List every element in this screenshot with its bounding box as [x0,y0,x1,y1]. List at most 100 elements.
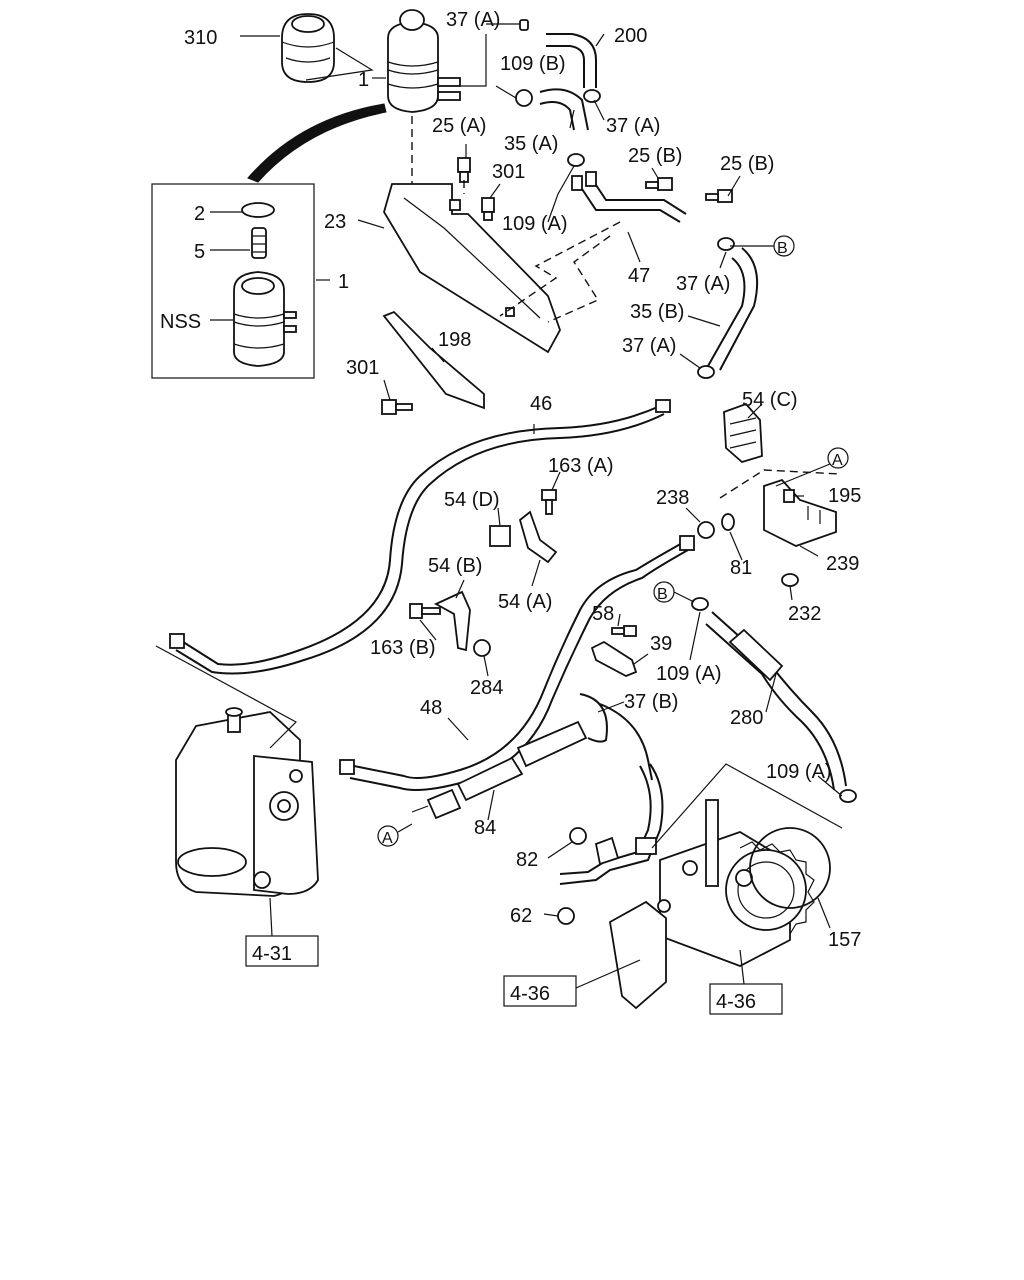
callout-54a: 54 (A) [498,591,552,613]
callout-163b: 163 (B) [370,637,436,659]
bolt-163b [409,603,441,619]
callout-82: 82 [516,849,538,871]
callout-301-upper: 301 [492,161,525,183]
callout-81: 81 [730,557,752,579]
callout-54d: 54 (D) [444,489,500,511]
nut-232 [781,573,799,587]
reference-4-36-right: 4-36 [709,983,783,1015]
callout-198: 198 [438,329,471,351]
callout-47: 47 [628,265,650,287]
exploded-view-arrow [247,103,387,183]
hose-84 [411,720,588,820]
inset-box-reservoir-exploded [151,183,315,379]
bolt-25b-1 [645,177,673,191]
callout-2: 2 [194,203,205,225]
svg-text:4-36: 4-36 [510,983,550,1005]
reservoir-cap-310 [281,13,335,83]
bracket-23 [383,183,561,354]
callout-301-lower: 301 [346,357,379,379]
nut-62 [557,907,575,925]
bracket-239 [763,478,837,547]
callout-200: 200 [614,25,647,47]
callout-1-tank: 1 [358,69,369,91]
leader-lines [210,23,843,989]
clamp-b-hose [691,597,709,611]
callout-54b: 54 (B) [428,555,482,577]
clip-54c [723,402,763,464]
washer-81 [721,513,735,531]
bolt-301-lower [381,399,413,415]
marker-a-bracket: A [827,447,849,469]
callout-37a-right: 37 (A) [676,273,730,295]
svg-text:4-31: 4-31 [252,943,292,965]
callout-35b: 35 (B) [630,301,684,323]
callout-48: 48 [420,697,442,719]
callout-284: 284 [470,677,503,699]
leader-310-bracket [305,47,374,81]
callout-37a-top: 37 (A) [446,9,500,31]
hose-35b [707,247,759,371]
callout-239: 239 [826,553,859,575]
callout-25b-2: 25 (B) [720,153,774,175]
callout-25b-1: 25 (B) [628,145,682,167]
callout-58: 58 [592,603,614,625]
callout-nss: NSS [160,311,201,333]
hose-35a [539,88,589,131]
svg-text:A: A [832,452,843,469]
callout-1-inset: 1 [338,271,349,293]
banjo-fitting [594,836,620,866]
callout-37b: 37 (B) [624,691,678,713]
clip-39 [590,640,638,677]
callout-37a-lower: 37 (A) [622,335,676,357]
callout-62: 62 [510,905,532,927]
o-ring-157 [749,827,831,909]
bolt-301-upper [481,197,495,221]
guide-pump [651,763,843,849]
callout-25a: 25 (A) [432,115,486,137]
svg-text:4-36: 4-36 [716,991,756,1013]
svg-text:A: A [382,830,393,847]
bolt-25a [457,157,471,183]
power-steering-pump [609,799,815,1010]
callout-23: 23 [324,211,346,233]
pipe-46 [179,405,661,666]
callout-54c: 54 (C) [742,389,798,411]
guide-zigzag-mid [547,235,611,323]
guide-bracket-239 [719,469,841,499]
callout-84: 84 [474,817,496,839]
bolt-58 [611,625,637,637]
callout-39: 39 [650,633,672,655]
callout-157: 157 [828,929,861,951]
clamp-109b [515,89,533,107]
pipe-48 [353,541,685,779]
clip-54a [518,510,558,564]
reference-4-31: 4-31 [245,935,319,967]
svg-text:B: B [777,240,788,257]
marker-b-hose: B [653,581,675,603]
callout-109a-mid: 109 (A) [656,663,722,685]
marker-a-hose84: A [377,825,399,847]
nut-238 [697,521,715,539]
steering-gear-box [175,707,319,897]
callout-37a-mid: 37 (A) [606,115,660,137]
callout-238: 238 [656,487,689,509]
svg-text:B: B [657,586,668,603]
marker-b-upper: B [773,235,795,257]
nut-284 [473,639,491,657]
callout-310: 310 [184,27,217,49]
callout-109a-lower: 109 (A) [766,761,832,783]
reservoir-tank-1 [387,9,461,113]
clamp-109a-upper [567,153,585,167]
clamp-37b [579,693,608,743]
callout-163a: 163 (A) [548,455,614,477]
reference-4-36-left: 4-36 [503,975,577,1007]
clip-54b [434,590,471,652]
callout-232: 232 [788,603,821,625]
callout-195: 195 [828,485,861,507]
callout-35a: 35 (A) [504,133,558,155]
pipe-47 [575,175,687,223]
callout-109a-upper: 109 (A) [502,213,568,235]
guide-zigzag-upper [499,221,621,317]
clip-54d [489,525,511,547]
